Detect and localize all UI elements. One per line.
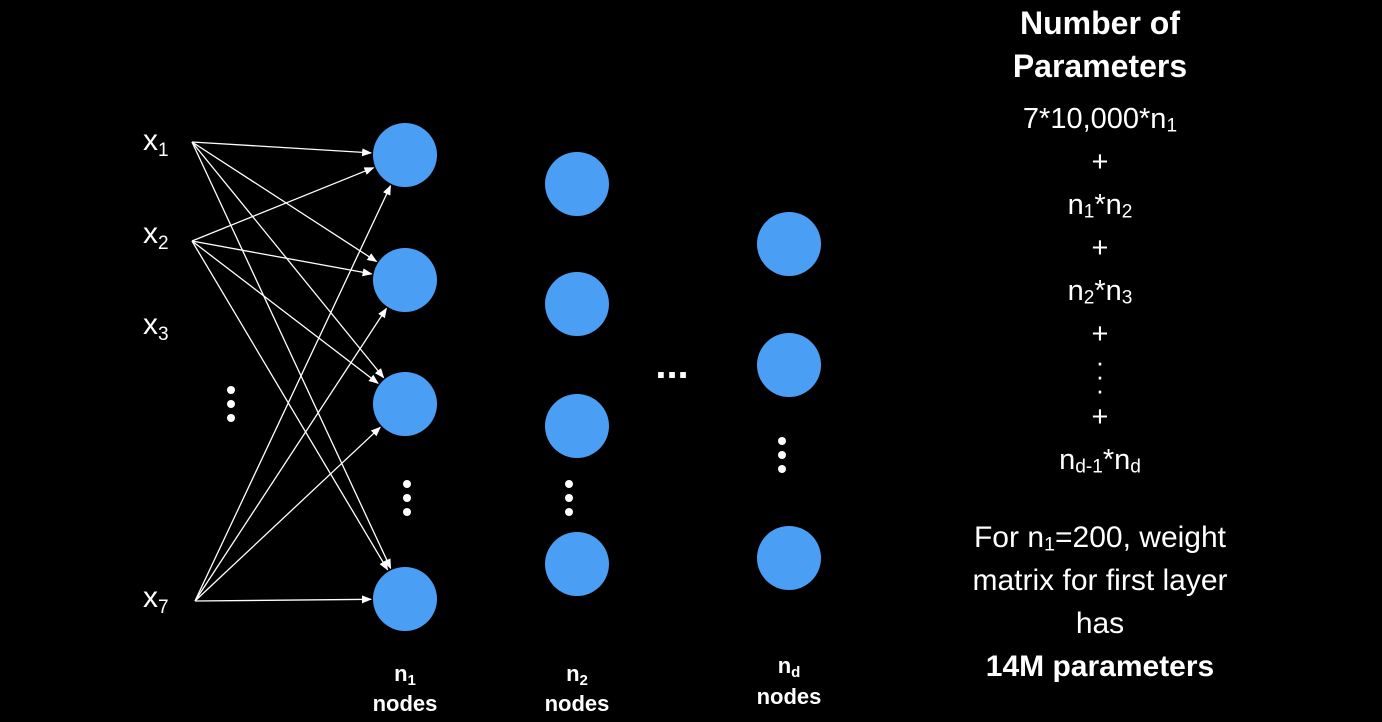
connection-arrow	[191, 240, 389, 571]
param-term-2: n1*n2	[1067, 189, 1133, 223]
connection-arrow	[191, 141, 373, 157]
layer-1-vertical-ellipsis	[403, 480, 411, 516]
plus-sign: +	[1091, 318, 1109, 350]
connection-arrow	[194, 595, 372, 604]
connection-arrow	[191, 240, 373, 277]
plus-sign: +	[1091, 146, 1109, 178]
input-x1: x1	[143, 124, 169, 161]
connection-arrow	[191, 141, 392, 570]
layer-d-node	[757, 212, 821, 276]
layer-1-node	[373, 123, 437, 187]
layer-1-label: n1	[394, 661, 416, 689]
layer-2-node	[545, 532, 609, 596]
note-line-4: 14M parameters	[985, 650, 1215, 683]
connection-arrow	[191, 141, 385, 379]
param-term-last: nd-1*nd	[1059, 444, 1141, 478]
note-line-2: matrix for first layer	[972, 564, 1228, 597]
input-x2: x2	[143, 217, 169, 254]
layers-horizontal-ellipsis: ...	[655, 343, 688, 387]
param-term-1: 7*10,000*n1	[1022, 103, 1178, 137]
layer-d-node	[757, 333, 821, 397]
layer-2-node	[545, 272, 609, 336]
connection-arrow	[194, 307, 387, 602]
first-layer-note: For n1=200, weight matrix for first laye…	[900, 516, 1300, 688]
connection-arrow	[194, 426, 381, 602]
layer-1-node	[373, 372, 437, 436]
layer-2-node	[545, 394, 609, 458]
layer-1-nodes-label: nodes	[373, 691, 438, 716]
params-title-line1: Number of	[1020, 5, 1180, 41]
layer-d-node	[757, 526, 821, 590]
layer-2-label: n2	[566, 661, 588, 689]
connection-arrow	[191, 167, 375, 242]
layer-d-nodes	[757, 212, 821, 590]
plus-sign: +	[1091, 232, 1109, 264]
layer-2-node	[545, 152, 609, 216]
note-line-3: has	[1075, 607, 1125, 640]
layer-d-nodes-label: nodes	[757, 684, 822, 709]
connection-arrow	[194, 184, 392, 602]
layer-1-node	[373, 248, 437, 312]
params-vertical-ellipsis: ···	[1095, 347, 1105, 405]
params-title-line2: Parameters	[1012, 48, 1188, 84]
layer-d-vertical-ellipsis	[778, 437, 786, 473]
input-x3: x3	[143, 308, 169, 345]
connection-arrow	[191, 240, 379, 384]
note-line-1: For n1=200, weight	[973, 521, 1226, 556]
connection-arrows	[191, 141, 392, 604]
layer-1-nodes	[373, 123, 437, 631]
parameter-count-panel: Number of Parameters 7*10,000*n1 + n1*n2…	[900, 0, 1300, 688]
plus-sign: +	[1091, 401, 1109, 433]
input-vertical-ellipsis	[227, 386, 235, 422]
layer-1-node	[373, 567, 437, 631]
input-x7: x7	[143, 581, 169, 618]
layer-2-nodes-label: nodes	[545, 691, 610, 716]
param-term-3: n2*n3	[1067, 275, 1133, 309]
layer-2-vertical-ellipsis	[565, 480, 573, 516]
layer-2-nodes	[545, 152, 609, 596]
connection-arrow	[191, 141, 378, 263]
layer-d-label: nd	[778, 653, 801, 681]
